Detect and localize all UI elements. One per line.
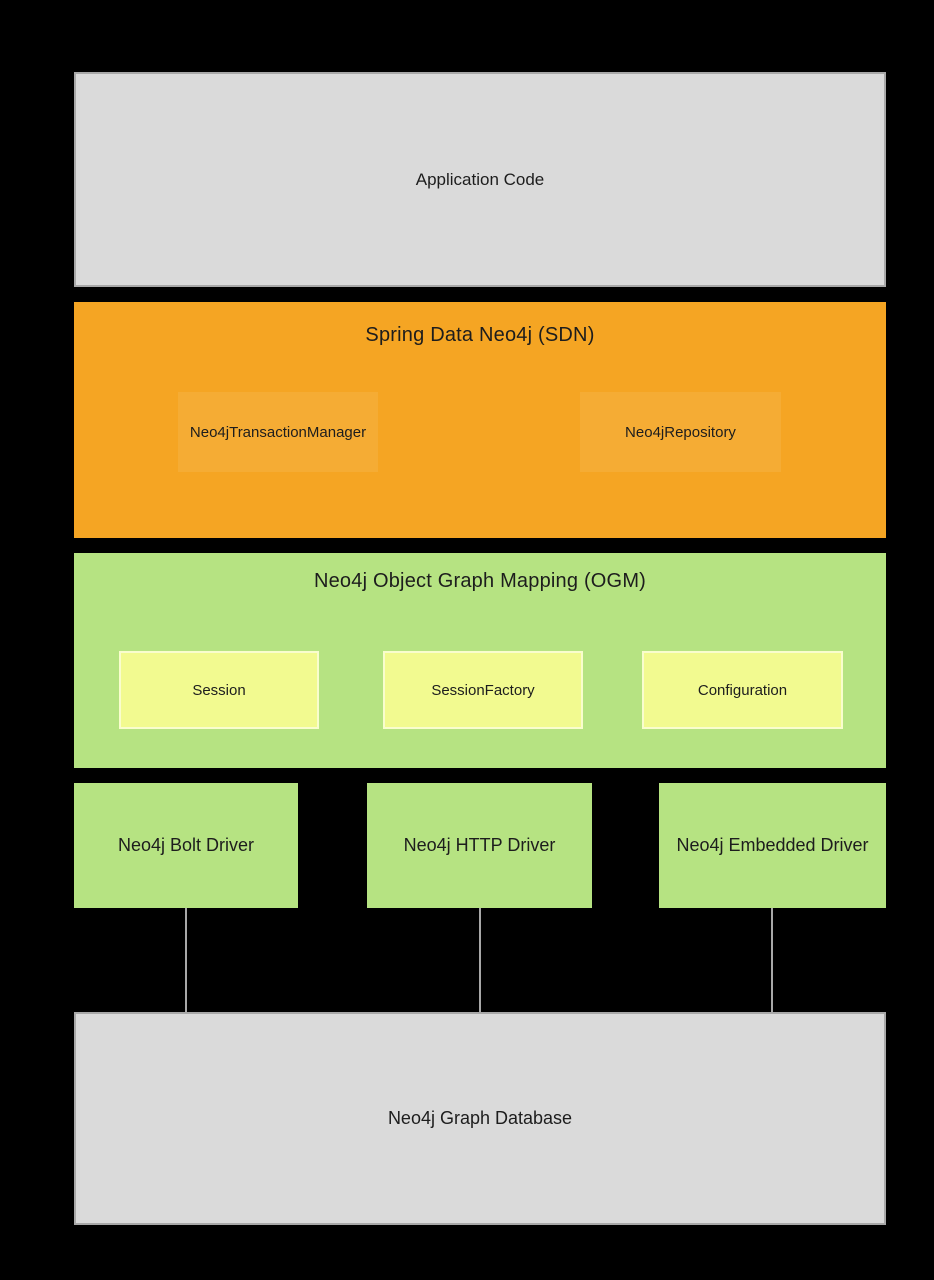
session-label: Session [192, 681, 246, 699]
neo4j-http-driver-box: Neo4j HTTP Driver [367, 783, 592, 908]
session-factory-box: SessionFactory [383, 651, 583, 729]
session-factory-label: SessionFactory [431, 681, 535, 699]
neo4j-graph-database-box: Neo4j Graph Database [74, 1012, 886, 1225]
http-driver-connector-line [479, 908, 481, 1012]
neo4j-ogm-box: Neo4j Object Graph Mapping (OGM) Session… [74, 553, 886, 768]
neo4j-ogm-title: Neo4j Object Graph Mapping (OGM) [313, 570, 647, 592]
application-code-label: Application Code [415, 169, 545, 189]
bolt-driver-connector-line [185, 908, 187, 1012]
spring-data-neo4j-box: Spring Data Neo4j (SDN) Neo4jTransaction… [74, 302, 886, 538]
neo4j-http-driver-label: Neo4j HTTP Driver [403, 835, 556, 855]
neo4j-embedded-driver-box: Neo4j Embedded Driver [659, 783, 886, 908]
application-code-box: Application Code [74, 72, 886, 287]
embedded-driver-connector-line [771, 908, 773, 1012]
neo4j-transaction-manager-box: Neo4jTransactionManager [178, 392, 378, 472]
configuration-label: Configuration [697, 681, 788, 699]
neo4j-repository-label: Neo4jRepository [625, 423, 736, 441]
neo4j-repository-box: Neo4jRepository [580, 392, 781, 472]
session-box: Session [119, 651, 319, 729]
neo4j-embedded-driver-label: Neo4j Embedded Driver [676, 835, 869, 855]
configuration-box: Configuration [642, 651, 843, 729]
spring-data-neo4j-title: Spring Data Neo4j (SDN) [365, 324, 595, 346]
neo4j-transaction-manager-label: Neo4jTransactionManager [189, 423, 367, 441]
neo4j-bolt-driver-box: Neo4j Bolt Driver [74, 783, 298, 908]
neo4j-graph-database-label: Neo4j Graph Database [387, 1108, 573, 1128]
neo4j-bolt-driver-label: Neo4j Bolt Driver [117, 835, 255, 855]
